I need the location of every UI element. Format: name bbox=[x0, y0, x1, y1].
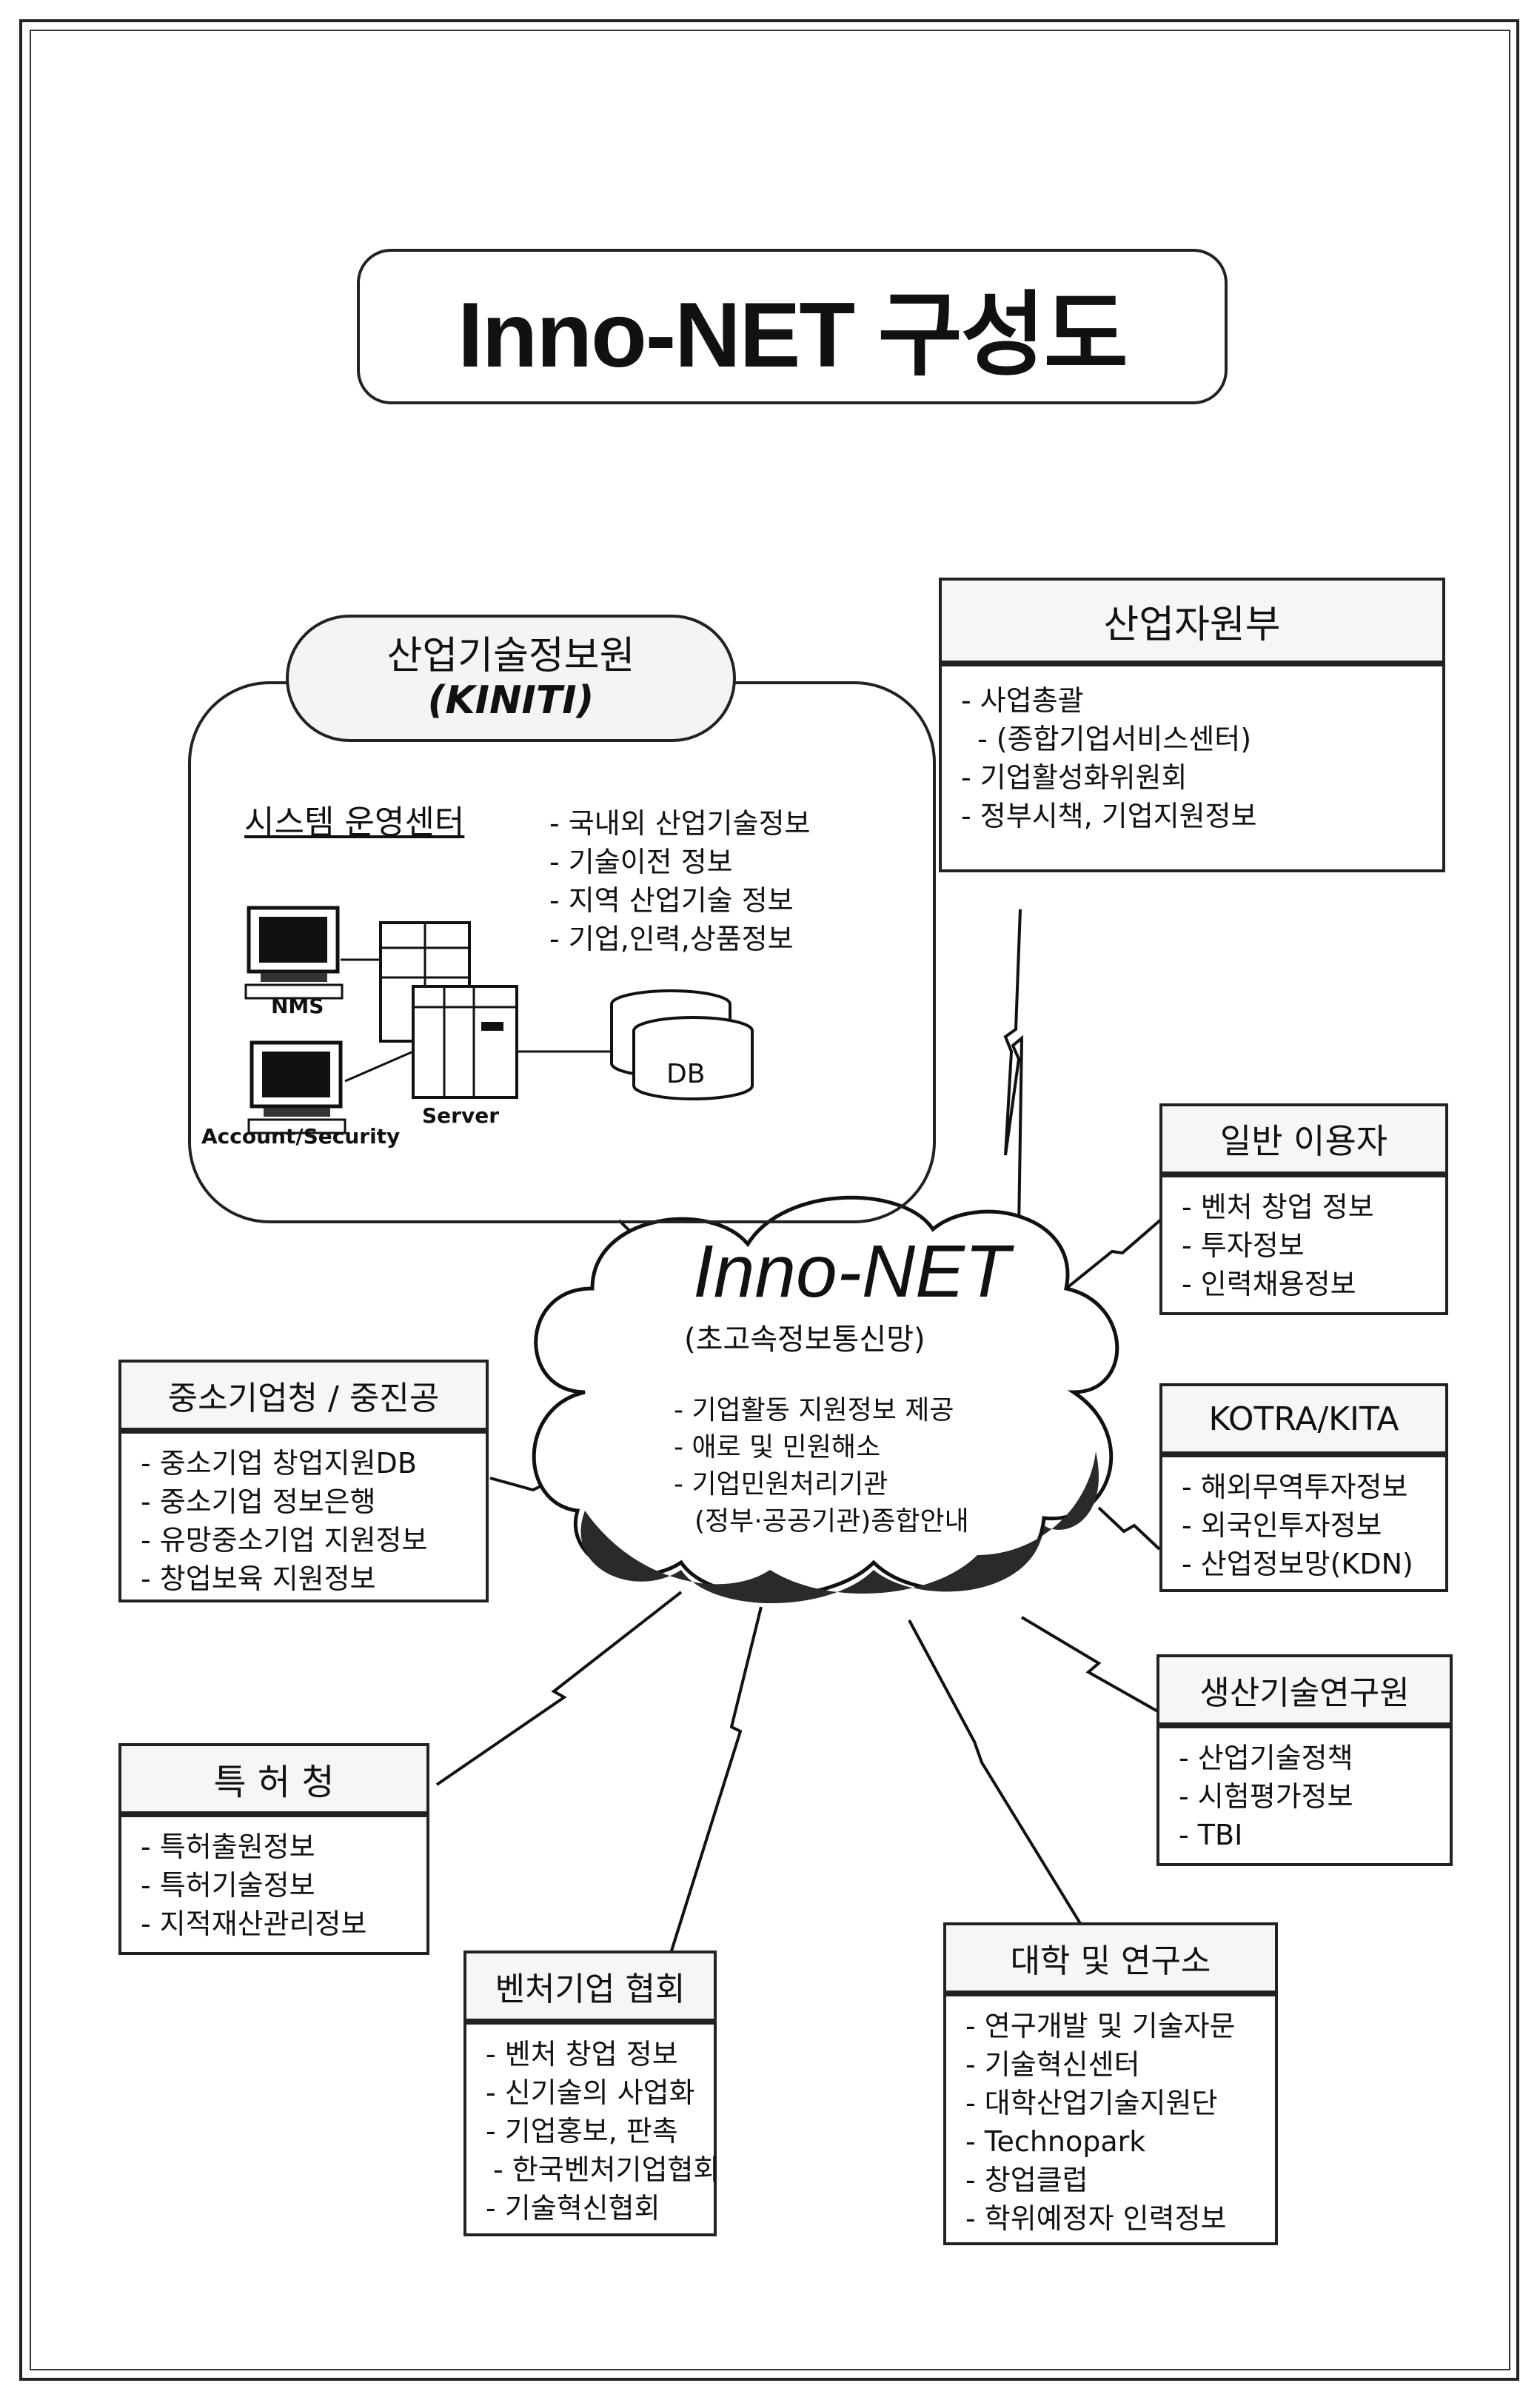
outer-frame bbox=[19, 19, 1519, 2381]
kiniti-item: - 기술이전 정보 bbox=[549, 846, 733, 878]
link-ministry bbox=[1003, 909, 1024, 1230]
innonet-item: - 기업민원처리기관 bbox=[674, 1469, 888, 1500]
account-computer-icon bbox=[247, 1040, 346, 1134]
nms-computer-icon bbox=[244, 906, 344, 1000]
innonet-cloud bbox=[532, 1195, 1119, 1603]
kitech-item: TBI bbox=[1179, 1816, 1435, 1854]
innonet-name: Inno-NET bbox=[693, 1230, 1010, 1313]
link-univ bbox=[908, 1620, 1105, 1962]
diagram-title-box: Inno-NET 구성도 bbox=[357, 249, 1228, 404]
general-users-header: 일반 이용자 bbox=[1159, 1103, 1448, 1174]
smba-box: 중소기업 창업지원DB 중소기업 정보은행 유망중소기업 지원정보 창업보육 지… bbox=[118, 1431, 489, 1602]
innonet-item: - 기업활동 지원정보 제공 bbox=[674, 1395, 954, 1425]
venture-box: 벤처 창업 정보 신기술의 사업화 기업홍보, 판촉 한국벤처기업협회 기술혁신… bbox=[463, 2022, 720, 2236]
kotra-item: 산업정보망(KDN) bbox=[1182, 1545, 1430, 1583]
kotra-box: 해외무역투자정보 외국인투자정보 산업정보망(KDN) bbox=[1159, 1454, 1448, 1592]
kiniti-header: 산업기술정보원 (KINITI) bbox=[286, 615, 736, 742]
db-icon bbox=[610, 989, 754, 1100]
ministry-header: 산업자원부 bbox=[939, 578, 1445, 663]
kitech-item: 시험평가정보 bbox=[1179, 1777, 1435, 1816]
innonet-item: (정부·공공기관)종합안내 bbox=[694, 1506, 969, 1537]
venture-item: 신기술의 사업화 bbox=[486, 2073, 699, 2112]
venture-item: 기업홍보, 판촉 bbox=[486, 2112, 699, 2150]
univ-box: 연구개발 및 기술자문 기술혁신센터 대학산업기술지원단 Technopark … bbox=[943, 1993, 1278, 2245]
ministry-item: 정부시책, 기업지원정보 bbox=[961, 797, 1427, 835]
smba-item: 중소기업 창업지원DB bbox=[141, 1444, 471, 1483]
kiniti-abbr: (KINITI) bbox=[427, 678, 595, 723]
kiniti-item: - 기업,인력,상품정보 bbox=[549, 923, 794, 955]
innonet-item: - 애로 및 민원해소 bbox=[674, 1432, 881, 1463]
ministry-item: 사업총괄 bbox=[961, 681, 1427, 720]
kiniti-item-list: - 국내외 산업기술정보 - 기술이전 정보 - 지역 산업기술 정보 - 기업… bbox=[549, 804, 811, 958]
ministry-item: 기업활성화위원회 bbox=[961, 758, 1427, 797]
smba-item: 중소기업 정보은행 bbox=[141, 1483, 471, 1521]
link-kitech bbox=[1020, 1616, 1168, 1718]
univ-item: 대학산업기술지원단 bbox=[965, 2084, 1260, 2122]
smba-item: 창업보육 지원정보 bbox=[141, 1560, 471, 1598]
innonet-subtitle: (초고속정보통신망) bbox=[684, 1323, 925, 1357]
kipo-item: 지적재산관리정보 bbox=[141, 1905, 412, 1943]
general-users-box: 벤처 창업 정보 투자정보 인력채용정보 bbox=[1159, 1174, 1448, 1315]
kipo-header: 특 허 청 bbox=[118, 1743, 429, 1814]
venture-item: 한국벤처기업협회 bbox=[486, 2150, 720, 2189]
server-icon bbox=[379, 921, 518, 1099]
venture-item: 기술혁신협회 bbox=[486, 2189, 699, 2227]
link-venture bbox=[668, 1606, 763, 1959]
kitech-header: 생산기술연구원 bbox=[1156, 1654, 1453, 1725]
diagram-title: Inno-NET 구성도 bbox=[458, 284, 1128, 387]
link-kipo bbox=[435, 1591, 683, 1786]
kotra-item: 외국인투자정보 bbox=[1182, 1506, 1430, 1545]
univ-item: 연구개발 및 기술자문 bbox=[965, 2007, 1260, 2045]
kipo-item: 특허출원정보 bbox=[141, 1828, 412, 1866]
kipo-box: 특허출원정보 특허기술정보 지적재산관리정보 bbox=[118, 1814, 429, 1955]
univ-item: 기술혁신센터 bbox=[965, 2045, 1260, 2084]
innonet-item-list: - 기업활동 지원정보 제공 - 애로 및 민원해소 - 기업민원처리기관 (정… bbox=[674, 1392, 969, 1540]
univ-header: 대학 및 연구소 bbox=[943, 1922, 1278, 1993]
kiniti-name: 산업기술정보원 bbox=[386, 634, 635, 678]
kotra-item: 해외무역투자정보 bbox=[1182, 1468, 1430, 1506]
general-users-item: 벤처 창업 정보 bbox=[1182, 1188, 1430, 1226]
system-center-title: 시스템 운영센터 bbox=[244, 803, 465, 841]
venture-item: 벤처 창업 정보 bbox=[486, 2035, 699, 2073]
general-users-item: 투자정보 bbox=[1182, 1226, 1430, 1265]
kitech-item: 산업기술정책 bbox=[1179, 1739, 1435, 1777]
db-label: DB bbox=[666, 1059, 706, 1089]
kiniti-item: - 국내외 산업기술정보 bbox=[549, 807, 811, 840]
server-label: Server bbox=[422, 1103, 500, 1128]
ministry-item: (종합기업서비스센터) bbox=[961, 720, 1427, 758]
kipo-item: 특허기술정보 bbox=[141, 1866, 412, 1905]
univ-item: 창업클럽 bbox=[965, 2161, 1260, 2199]
general-users-item: 인력채용정보 bbox=[1182, 1265, 1430, 1303]
link-kotra bbox=[1097, 1506, 1161, 1551]
ministry-box: 사업총괄 (종합기업서비스센터) 기업활성화위원회 정부시책, 기업지원정보 bbox=[939, 663, 1445, 872]
univ-item: Technopark bbox=[965, 2122, 1260, 2161]
univ-item: 학위예정자 인력정보 bbox=[965, 2199, 1260, 2238]
kitech-box: 산업기술정책 시험평가정보 TBI bbox=[1156, 1725, 1453, 1866]
account-security-label: Account/Security bbox=[201, 1124, 401, 1149]
kiniti-item: - 지역 산업기술 정보 bbox=[549, 884, 794, 917]
inner-frame bbox=[30, 30, 1510, 2370]
smba-item: 유망중소기업 지원정보 bbox=[141, 1521, 471, 1560]
link-general-users bbox=[1065, 1213, 1168, 1290]
venture-header: 벤처기업 협회 bbox=[463, 1951, 717, 2022]
kotra-header: KOTRA/KITA bbox=[1159, 1383, 1448, 1454]
nms-label: NMS bbox=[271, 994, 324, 1018]
smba-header: 중소기업청 / 중진공 bbox=[118, 1360, 489, 1431]
